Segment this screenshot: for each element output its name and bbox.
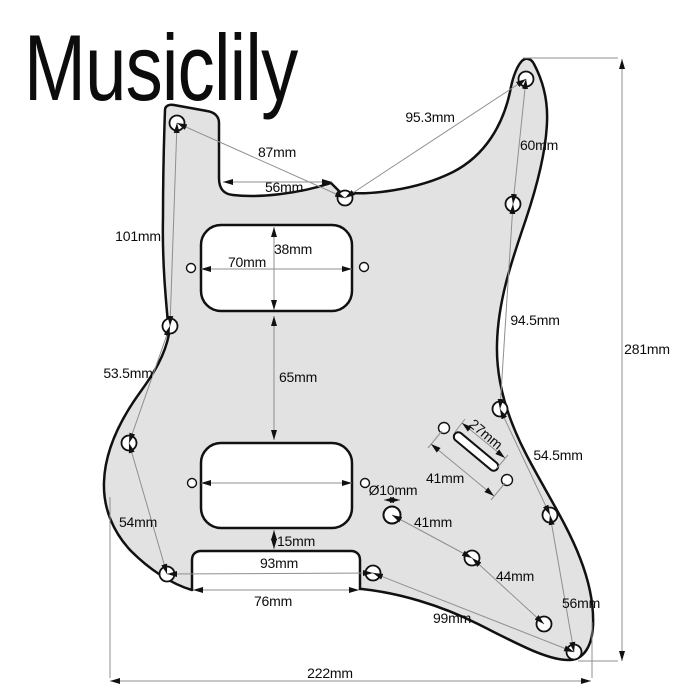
dim-label-54mm: 54mm [119,514,157,530]
dimension-line-87 [176,122,346,199]
dim-label-281mm: 281mm [624,341,670,357]
pickup-screw-hole [358,261,370,273]
dim-label-41mm-jack: 41mm [414,514,452,530]
switch-screw-hole [437,421,451,435]
extension-line [427,430,443,449]
neck-pickup-cutout [199,223,354,313]
dimension-line-94-5 [497,203,516,410]
dim-label-65mm: 65mm [279,369,317,385]
dim-label-222mm: 222mm [307,665,353,681]
dimension-line-54 [128,442,168,575]
bridge-pickup-cutout [199,441,354,530]
extension-line [454,418,466,433]
dim-label-87mm: 87mm [258,144,296,160]
dim-label-56mm-bottom: 56mm [562,595,600,611]
dim-label-76mm: 76mm [254,593,292,609]
dim-label-44mm: 44mm [496,568,534,584]
dim-label-93mm: 93mm [260,555,298,571]
dim-label-101mm: 101mm [115,228,161,244]
dimension-line-27 [461,422,506,459]
dimension-line-95-3 [344,78,527,199]
pickup-screw-hole [186,477,198,489]
dim-label-38mm: 38mm [274,241,312,257]
dim-label-70mm: 70mm [228,254,266,270]
dim-label-56mm-top: 56mm [265,179,303,195]
dim-label-94-5mm: 94.5mm [510,312,559,328]
dimension-line-54-5 [499,408,551,516]
dim-label-15mm: 15mm [277,533,315,549]
switch-screw-hole [500,473,514,487]
dimension-line-93 [166,570,374,577]
dim-label-99mm: 99mm [433,610,471,626]
dimension-line-41-switch [430,443,495,497]
dimension-line-41-jack [391,514,473,559]
dim-label-41mm-switch: 41mm [426,470,464,486]
dim-label-95-3mm: 95.3mm [405,109,454,125]
pickup-screw-hole [185,262,197,274]
dim-label-diameter-10mm: Ø10mm [369,482,418,498]
dim-label-54-5mm: 54.5mm [533,447,582,463]
pickup-screw-hole [359,477,371,489]
dimension-line-101 [167,122,180,327]
dim-label-60mm: 60mm [520,137,558,153]
dimension-line-44 [471,557,545,625]
dimension-line-53-5 [128,325,171,444]
dim-label-53-5mm: 53.5mm [103,365,152,381]
dimension-line-60 [511,78,528,205]
brand-logo: Musiclily [24,15,298,120]
